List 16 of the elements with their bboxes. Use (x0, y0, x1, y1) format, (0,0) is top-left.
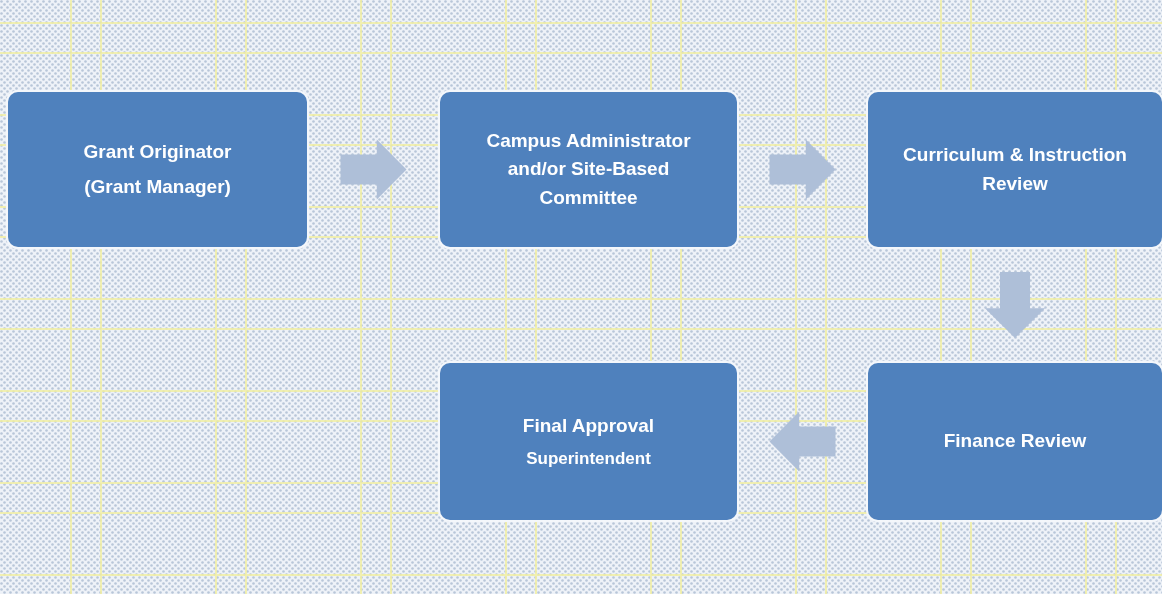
step-title: Finance Review (943, 429, 1087, 454)
process-box (8, 92, 307, 247)
step-subtitle: Superintendent (526, 448, 651, 470)
step-title: Campus Administrator and/or Site-Based Committee (485, 128, 692, 210)
process-box (440, 363, 737, 520)
step-title: Final Approval (522, 413, 655, 438)
block-arrow (769, 139, 836, 200)
process-box (868, 92, 1162, 247)
process-box (868, 363, 1162, 520)
block-arrow (985, 272, 1045, 338)
block-arrow (340, 139, 407, 200)
step-title: Grant Originator (83, 140, 232, 164)
block-arrow (769, 411, 836, 472)
process-box (440, 92, 737, 247)
step-subtitle: (Grant Manager) (84, 174, 231, 199)
step-title: Curriculum & Instruction Review (902, 143, 1128, 196)
